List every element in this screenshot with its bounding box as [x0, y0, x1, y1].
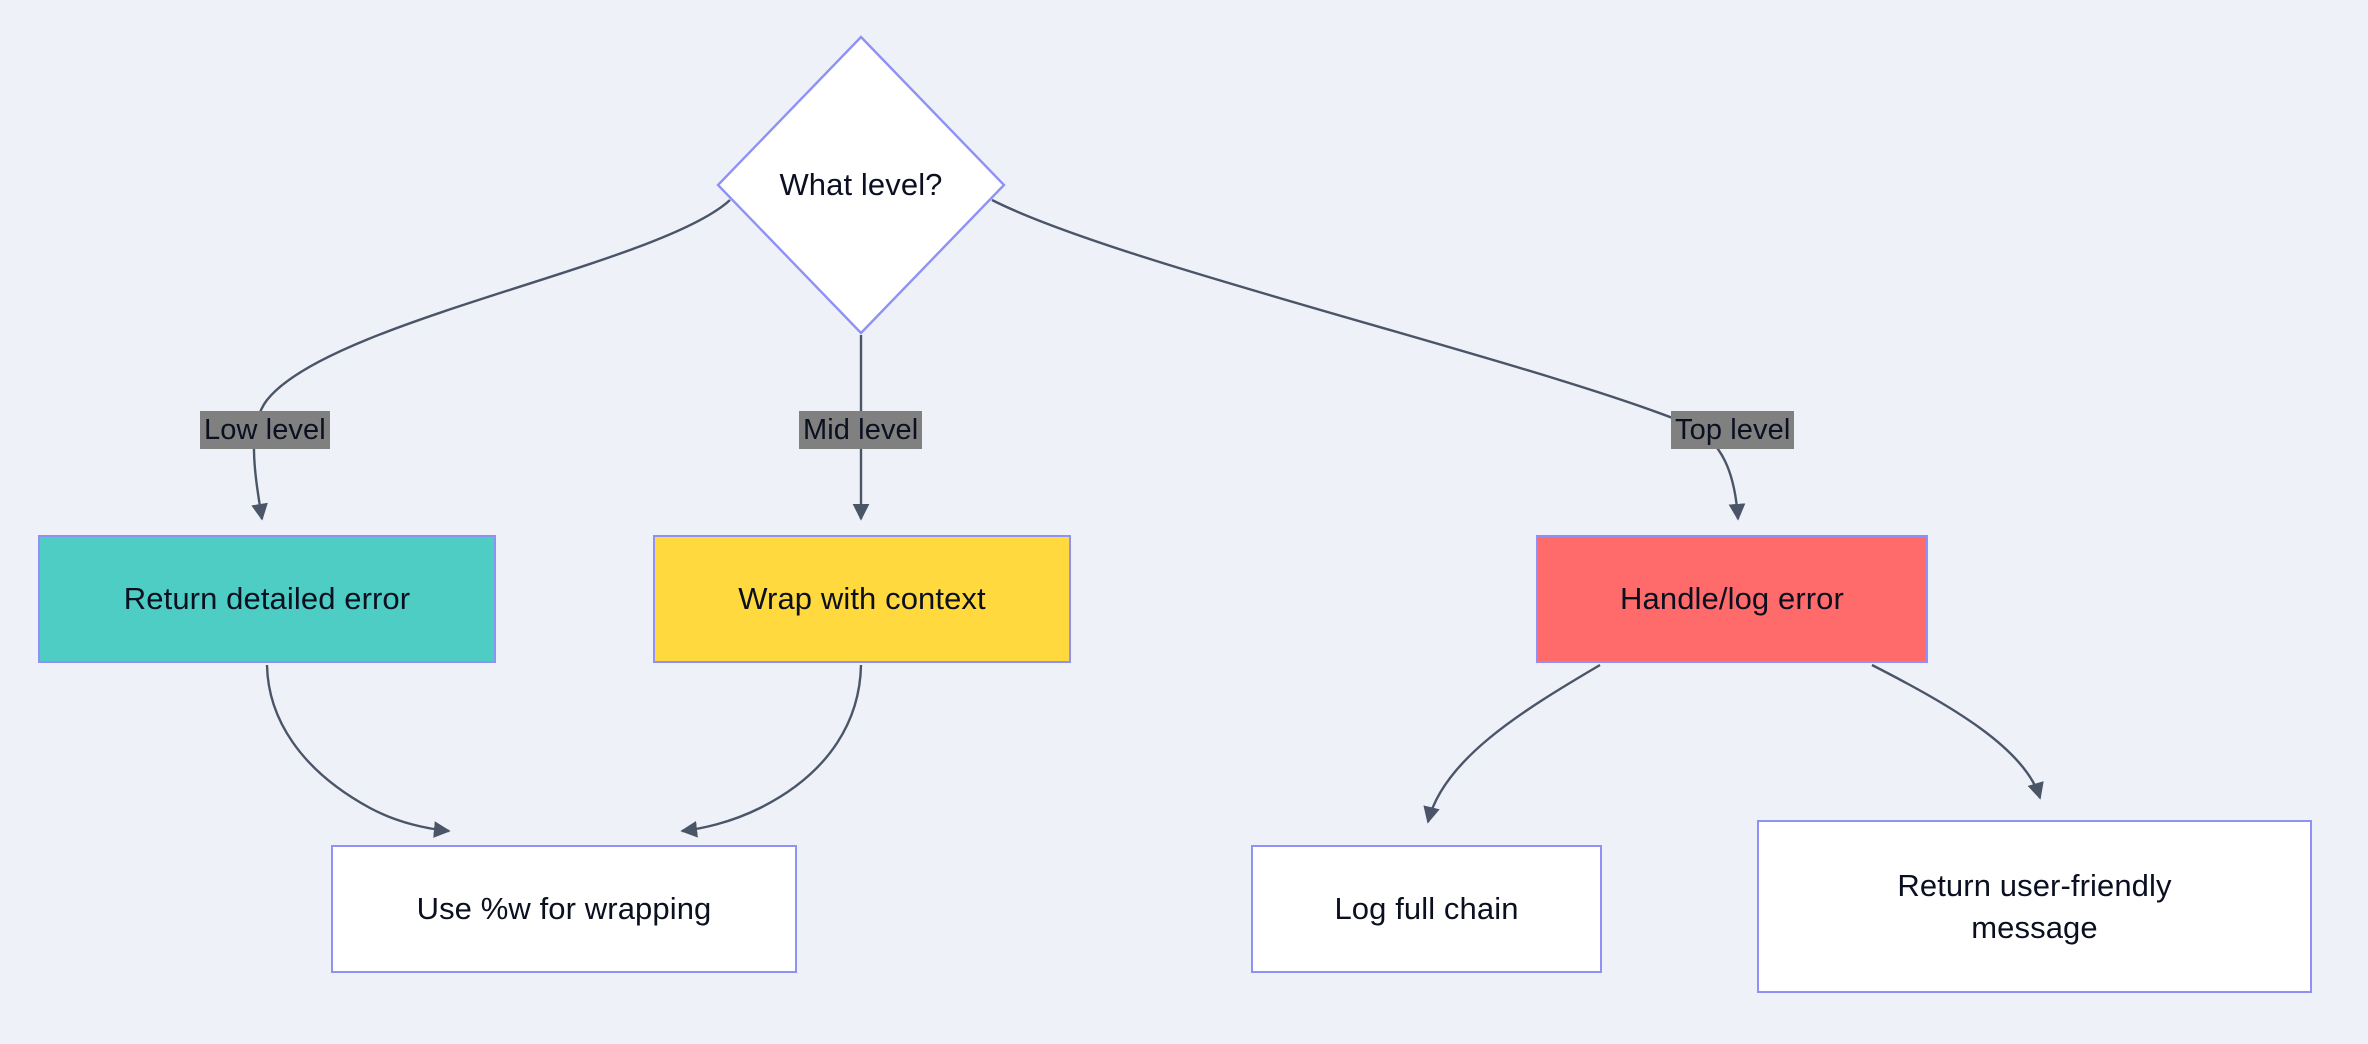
node-decision[interactable]: What level? [716, 35, 1006, 335]
node-handle-log-error[interactable]: Handle/log error [1536, 535, 1928, 663]
edge-top-to-logchain [1423, 663, 1601, 824]
edge-label-low-level: Low level [200, 411, 330, 450]
node-decision-label: What level? [779, 167, 943, 202]
node-return-user-friendly-message[interactable]: Return user-friendly message [1757, 820, 2312, 993]
node-return-detailed-error-label: Return detailed error [123, 581, 411, 617]
node-log-full-chain-label: Log full chain [1334, 891, 1519, 927]
edge-decision-to-top [991, 198, 1746, 521]
edge-label-top-level: Top level [1671, 411, 1795, 450]
node-wrap-with-context-label: Wrap with context [738, 581, 986, 617]
node-return-detailed-error[interactable]: Return detailed error [38, 535, 496, 663]
node-return-user-friendly-message-label: Return user-friendly message [1897, 867, 2172, 945]
edge-label-mid-level: Mid level [799, 411, 923, 450]
node-use-percent-w-for-wrapping-label: Use %w for wrapping [416, 891, 712, 927]
edge-mid-to-wrapping [680, 664, 863, 838]
diamond-shape [716, 35, 1006, 335]
edge-top-to-userfriendly [1871, 663, 2044, 800]
node-wrap-with-context[interactable]: Wrap with context [653, 535, 1071, 663]
edge-low-to-wrapping [265, 664, 451, 838]
node-use-percent-w-for-wrapping[interactable]: Use %w for wrapping [331, 845, 797, 973]
node-log-full-chain[interactable]: Log full chain [1251, 845, 1602, 973]
edge-decision-to-low [251, 199, 731, 521]
node-handle-log-error-label: Handle/log error [1620, 581, 1844, 617]
